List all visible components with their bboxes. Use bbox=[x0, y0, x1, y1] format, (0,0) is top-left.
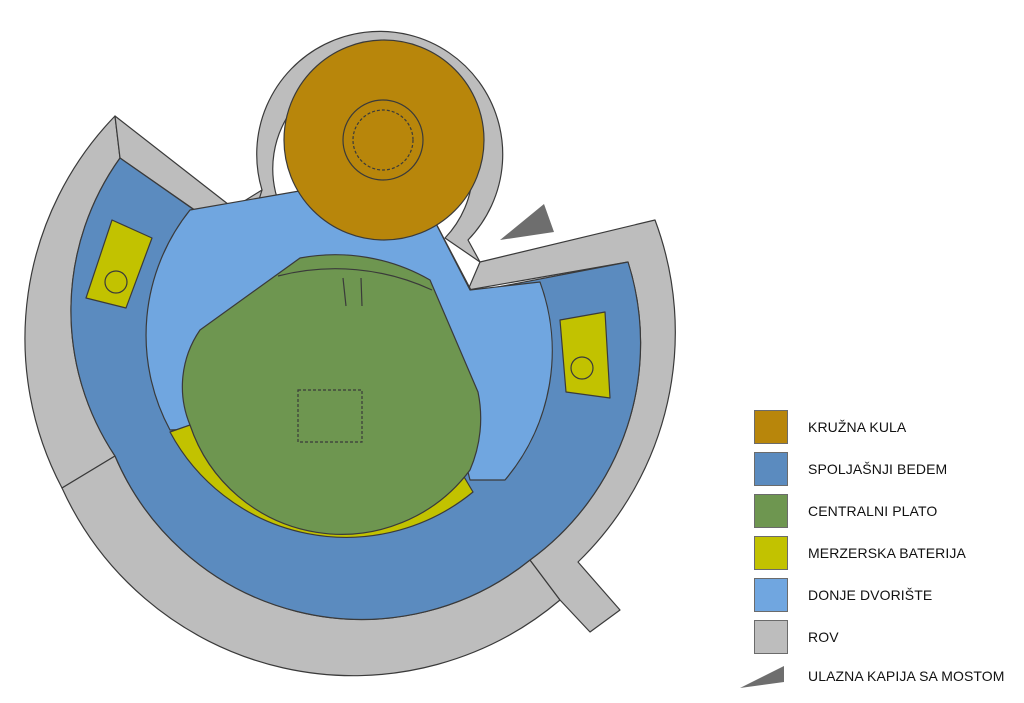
battery-left-emplacement bbox=[104, 270, 128, 294]
legend-swatch-courtyard bbox=[754, 578, 788, 612]
legend-item-gate: ULAZNA KAPIJA SA MOSTOM bbox=[740, 660, 1024, 694]
plateau-inner-arc bbox=[277, 268, 433, 291]
mortar-battery-right bbox=[559, 311, 611, 399]
legend-label-tower: KRUŽNA KULA bbox=[808, 419, 907, 435]
legend-label-gate: ULAZNA KAPIJA SA MOSTOM bbox=[808, 668, 1005, 684]
gate-triangle-icon bbox=[740, 666, 784, 688]
round-tower bbox=[283, 39, 485, 241]
tower-dashed-ring bbox=[352, 109, 414, 171]
legend-swatch-plateau bbox=[754, 494, 788, 528]
legend-item-courtyard: DONJE DVORIŠTE bbox=[740, 578, 1024, 612]
legend-swatch-tower bbox=[754, 410, 788, 444]
legend-item-battery: MERZERSKA BATERIJA bbox=[740, 536, 1024, 570]
plateau-dashed-square bbox=[297, 389, 363, 443]
plateau-divider-2 bbox=[360, 277, 363, 307]
fortress-plan bbox=[24, 30, 676, 677]
entrance-gate-icon bbox=[500, 204, 554, 240]
legend-item-rampart: SPOLJAŠNJI BEDEM bbox=[740, 452, 1024, 486]
legend-item-moat: ROV bbox=[740, 620, 1024, 654]
legend-label-rampart: SPOLJAŠNJI BEDEM bbox=[808, 461, 948, 477]
tower-inner-ring bbox=[342, 99, 424, 181]
legend-item-tower: KRUŽNA KULA bbox=[740, 410, 1024, 444]
mortar-battery-left bbox=[85, 219, 153, 309]
legend-label-battery: MERZERSKA BATERIJA bbox=[808, 545, 966, 561]
battery-right-emplacement bbox=[570, 356, 594, 380]
legend-item-plateau: CENTRALNI PLATO bbox=[740, 494, 1024, 528]
legend-swatch-rampart bbox=[754, 452, 788, 486]
legend-label-plateau: CENTRALNI PLATO bbox=[808, 503, 938, 519]
legend-label-courtyard: DONJE DVORIŠTE bbox=[808, 587, 933, 603]
plateau-divider-1 bbox=[342, 277, 347, 307]
legend-swatch-battery bbox=[754, 536, 788, 570]
central-plateau bbox=[181, 254, 482, 535]
legend-swatch-moat bbox=[754, 620, 788, 654]
legend-label-moat: ROV bbox=[808, 629, 839, 645]
